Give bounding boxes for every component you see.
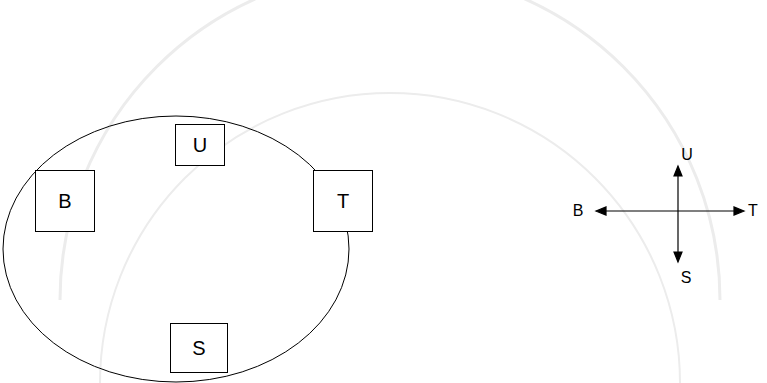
letter-box: B <box>35 170 95 232</box>
direction-label: T <box>748 203 758 219</box>
watermark-arc <box>60 0 720 300</box>
box-letter: U <box>193 135 207 155</box>
direction-label: U <box>681 147 693 163</box>
letter-box: S <box>170 323 228 373</box>
letter-box: T <box>313 170 373 232</box>
direction-label: S <box>681 270 692 286</box>
box-letter: T <box>337 191 349 211</box>
enclosing-circle <box>3 116 349 382</box>
direction-label: B <box>573 203 584 219</box>
letter-box: U <box>175 124 225 166</box>
watermark-arc <box>100 93 680 383</box>
box-letter: B <box>58 191 71 211</box>
box-letter: S <box>192 338 205 358</box>
compass-cross <box>596 166 744 262</box>
